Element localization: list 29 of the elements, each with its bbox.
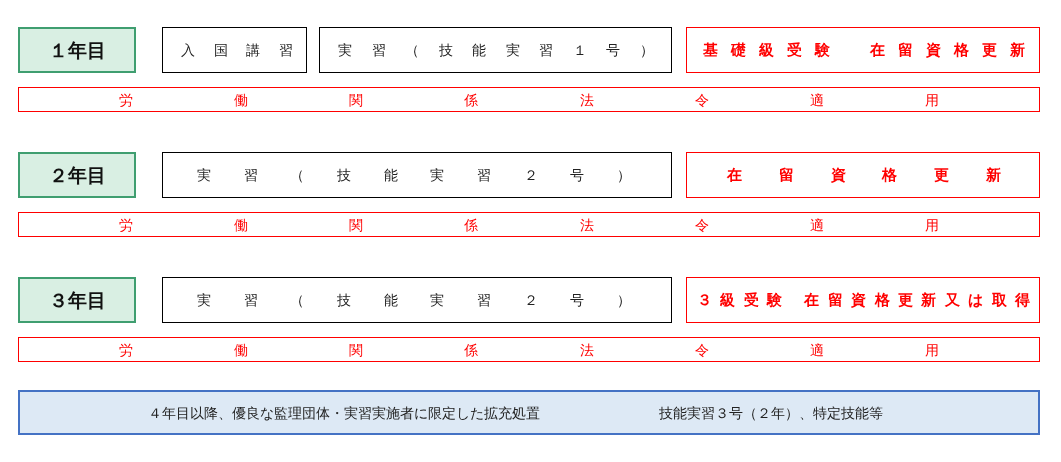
note-text: ４年目以降、優良な監理団体・実習実施者に限定した拡充処置 <box>148 404 540 421</box>
law-band <box>18 212 1040 237</box>
law-label: 労働関係法令適用 <box>119 341 939 358</box>
status-label: 基礎級受験 在留資格更新 <box>703 41 1025 59</box>
status-label: ３級受験 在留資格更新又は取得 <box>697 291 1030 309</box>
training-label: 入国講習 <box>181 41 293 59</box>
training-box <box>162 277 672 323</box>
status-box <box>686 27 1040 73</box>
law-label: 労働関係法令適用 <box>119 216 939 233</box>
training-box <box>162 27 307 73</box>
training-label: 実習（技能実習１号） <box>338 41 654 59</box>
year-box <box>18 277 136 323</box>
status-box <box>686 152 1040 198</box>
year-label: １年目 <box>47 38 107 62</box>
year-box <box>18 27 136 73</box>
law-band <box>18 337 1040 362</box>
note-box <box>18 390 1040 435</box>
year-box <box>18 152 136 198</box>
status-box <box>686 277 1040 323</box>
training-box <box>162 152 672 198</box>
year-label: ３年目 <box>47 288 107 312</box>
training-label: 実習（技能実習２号） <box>197 291 631 309</box>
training-label: 実習（技能実習２号） <box>197 166 631 184</box>
status-label: 在留資格更新 <box>727 166 1001 184</box>
year-label: ２年目 <box>47 163 107 187</box>
law-label: 労働関係法令適用 <box>119 91 939 108</box>
law-band <box>18 87 1040 112</box>
training-box <box>319 27 672 73</box>
note-text: 技能実習３号（２年）、特定技能等 <box>659 404 883 421</box>
